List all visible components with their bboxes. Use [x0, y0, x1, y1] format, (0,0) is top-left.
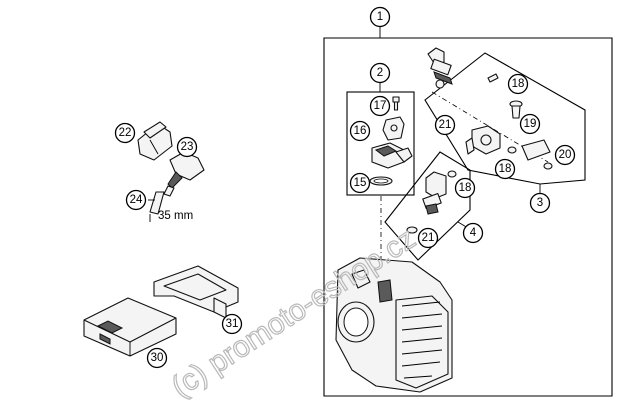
- svg-text:18: 18: [499, 163, 512, 175]
- callout-3: 3: [529, 192, 551, 214]
- callout-19: 19: [519, 113, 541, 135]
- callout-31: 31: [221, 313, 243, 335]
- temperature-sensor-part-23: [163, 151, 205, 197]
- callout-22: 22: [114, 122, 136, 144]
- fuel-rail-part-3: [465, 125, 501, 155]
- ecu-bracket-part-31: [153, 265, 239, 319]
- ecu-part-30: [83, 297, 177, 357]
- svg-text:2: 2: [377, 67, 383, 79]
- svg-text:23: 23: [181, 141, 194, 153]
- callout-18-mid: 18: [494, 158, 516, 180]
- bolt-part-19: [509, 100, 523, 119]
- svg-text:1: 1: [377, 11, 383, 23]
- callout-15: 15: [349, 172, 371, 194]
- dimension-35mm: 35 mm: [149, 210, 193, 222]
- callout-21-bottom: 21: [417, 227, 439, 249]
- callout-17: 17: [369, 95, 391, 117]
- frame-group-2: [346, 91, 415, 196]
- o-ring-part-18-mid: [507, 146, 517, 154]
- svg-text:19: 19: [524, 118, 537, 130]
- svg-text:24: 24: [130, 194, 143, 206]
- svg-text:4: 4: [470, 227, 477, 239]
- hose-part-24: [148, 191, 165, 215]
- callout-16: 16: [349, 120, 371, 142]
- throttle-body-part-1: [335, 257, 453, 393]
- svg-text:18: 18: [512, 78, 525, 90]
- clip-part-18-upper: [487, 73, 499, 83]
- callout-18-top: 18: [507, 73, 529, 95]
- callout-1: 1: [369, 6, 391, 28]
- svg-text:31: 31: [226, 318, 239, 330]
- dimension-label: 35 mm: [158, 210, 193, 222]
- fuel-connector-part-20: [521, 139, 553, 170]
- callout-30: 30: [146, 347, 168, 369]
- fuel-injector-lower: [422, 171, 447, 215]
- o-ring-part-15: [369, 176, 393, 186]
- callout-18-low: 18: [454, 177, 476, 199]
- screw-part-17: [392, 96, 400, 111]
- svg-text:21: 21: [439, 119, 452, 131]
- callout-4: 4: [462, 222, 484, 244]
- map-sensor-part-2: [371, 142, 413, 169]
- svg-text:17: 17: [374, 100, 387, 112]
- svg-text:22: 22: [119, 127, 132, 139]
- o-ring-part-18-lower: [447, 170, 457, 178]
- svg-text:15: 15: [354, 177, 367, 189]
- bracket-part-16: [382, 116, 405, 141]
- svg-text:16: 16: [354, 125, 367, 137]
- fuel-injector-upper: [427, 47, 453, 89]
- callout-2: 2: [369, 62, 391, 84]
- o-ring-part-21-lower: [406, 226, 418, 234]
- frame-group-3: [424, 52, 586, 185]
- callout-23: 23: [176, 136, 198, 158]
- svg-text:18: 18: [459, 182, 472, 194]
- frame-assembly-1: [323, 37, 613, 397]
- callout-24: 24: [125, 189, 147, 211]
- connector-part-22: [137, 121, 173, 161]
- svg-text:3: 3: [537, 197, 543, 209]
- callout-20: 20: [554, 144, 576, 166]
- svg-text:30: 30: [151, 352, 164, 364]
- callout-21-top: 21: [434, 114, 456, 136]
- svg-text:20: 20: [559, 149, 572, 161]
- svg-text:21: 21: [422, 232, 435, 244]
